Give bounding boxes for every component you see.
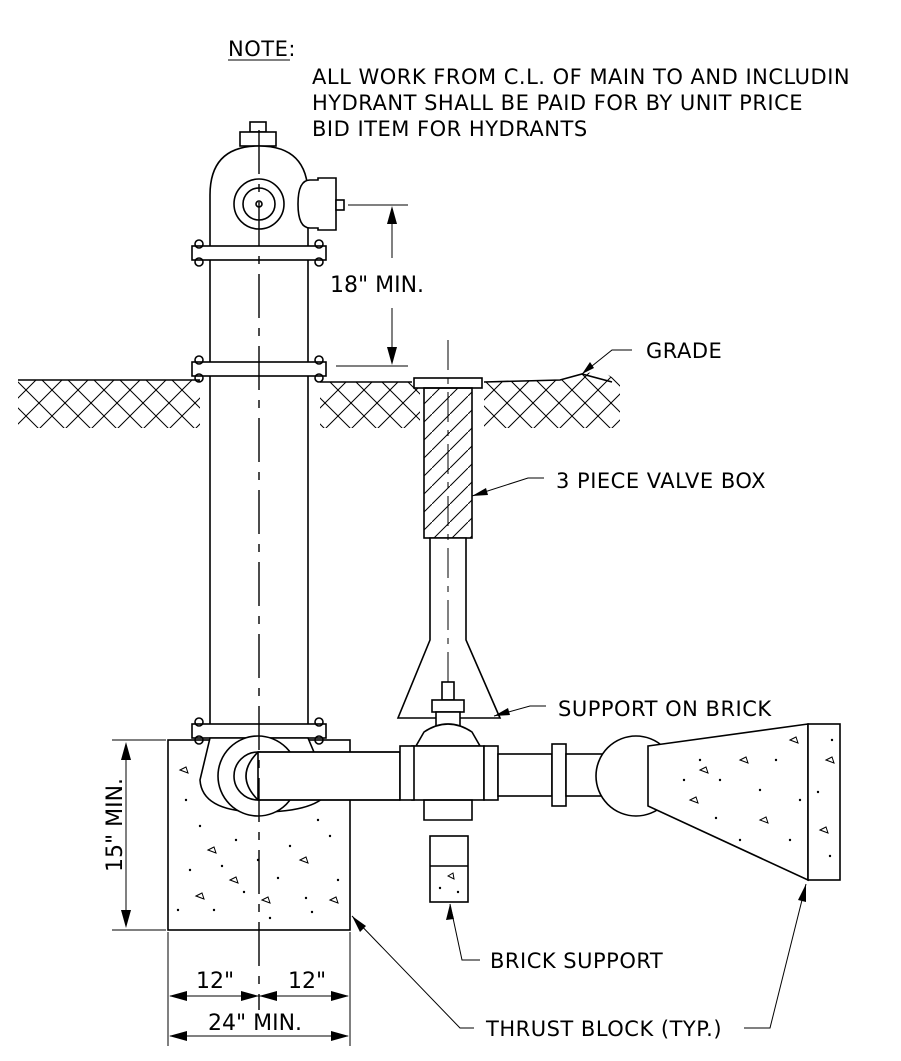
grade-leader bbox=[581, 349, 632, 375]
thrust-block-main bbox=[647, 723, 841, 882]
valve-box: 3 PIECE VALVE BOX bbox=[396, 340, 766, 719]
hydrant bbox=[191, 121, 401, 1010]
half-right-label: 12" bbox=[288, 969, 326, 994]
note-line-2: HYDRANT SHALL BE PAID FOR BY UNIT PRICE bbox=[312, 91, 803, 115]
note-line-3: BID ITEM FOR HYDRANTS bbox=[312, 117, 588, 141]
block-height-label: 15" MIN. bbox=[103, 778, 128, 872]
block-width-dimensions: 12" 12" 24" MIN. bbox=[167, 932, 351, 1046]
support-on-brick-callout: SUPPORT ON BRICK bbox=[493, 697, 772, 721]
half-left-label: 12" bbox=[196, 969, 234, 994]
valve-box-label: 3 PIECE VALVE BOX bbox=[556, 469, 766, 493]
nozzle-height-dimension: 18" MIN. bbox=[330, 204, 424, 367]
block-height-dimension: 15" MIN. bbox=[103, 739, 166, 931]
note-heading: NOTE: bbox=[228, 37, 296, 61]
grade-label: GRADE bbox=[646, 339, 722, 363]
brick-support-label: BRICK SUPPORT bbox=[490, 949, 663, 973]
ground: GRADE bbox=[18, 339, 722, 428]
thrust-block-label: THRUST BLOCK (TYP.) bbox=[485, 1017, 722, 1041]
gate-valve bbox=[399, 681, 499, 903]
thrust-block-callout: THRUST BLOCK (TYP.) bbox=[351, 883, 807, 1041]
block-width-label: 24" MIN. bbox=[208, 1011, 302, 1036]
brick-support-callout: BRICK SUPPORT bbox=[446, 903, 663, 973]
note-block: NOTE: ALL WORK FROM C.L. OF MAIN TO AND … bbox=[228, 37, 850, 141]
nozzle-height-label: 18" MIN. bbox=[330, 273, 424, 298]
note-line-1: ALL WORK FROM C.L. OF MAIN TO AND INCLUD… bbox=[312, 65, 850, 89]
support-on-brick-label: SUPPORT ON BRICK bbox=[558, 697, 772, 721]
